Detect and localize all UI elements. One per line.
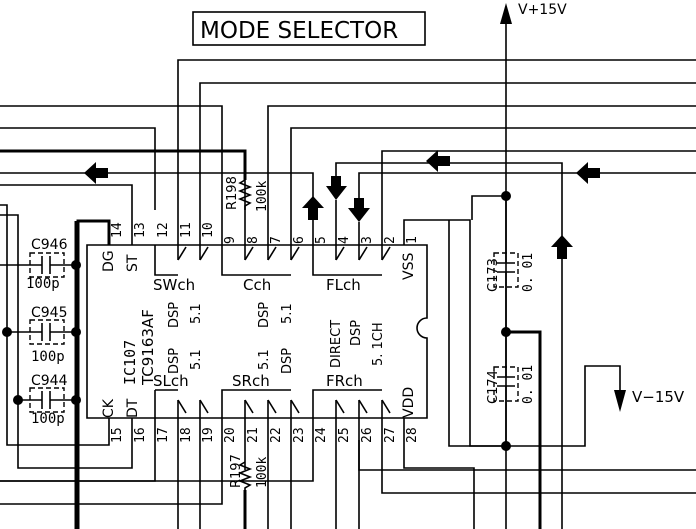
mode-51: 5.1: [189, 303, 204, 324]
pin-number: 3: [360, 236, 375, 244]
pin-number: 12: [156, 222, 171, 238]
bottom-pins: [0, 204, 696, 529]
pin-dg: DG: [101, 250, 117, 272]
pin-number: 6: [292, 236, 307, 244]
r198-ref: R198: [225, 176, 240, 210]
pin-number: 7: [269, 236, 284, 244]
pin-dt: DT: [125, 398, 141, 418]
signal-arrow-down-icon: [326, 186, 347, 200]
mode-dsp: DSP: [167, 302, 182, 328]
pin-number: 25: [337, 427, 352, 443]
mode-51: 5.1: [189, 349, 204, 370]
signal-arrow-left-icon: [84, 162, 108, 184]
pin-number: 23: [292, 427, 307, 443]
c945-ref: C945: [31, 305, 68, 321]
pin-number: 15: [110, 427, 125, 443]
title-label: MODE SELECTOR: [200, 18, 398, 44]
signal-arrow-up-icon: [551, 235, 573, 259]
pin-number: 17: [156, 427, 171, 443]
pin-number: 5: [314, 236, 329, 244]
signal-arrow-left-icon: [576, 162, 600, 184]
c946-value: 100p: [26, 276, 60, 292]
cap-c944: C944 100p: [13, 373, 81, 427]
mode-dsp: DSP: [257, 302, 272, 328]
c944-ref: C944: [31, 373, 68, 389]
pin-number: 13: [133, 222, 148, 238]
top-pins: [76, 180, 506, 529]
title-box: [192, 11, 426, 46]
pin-number: 14: [110, 222, 125, 238]
v-minus-arrow-icon: [614, 390, 626, 412]
signal-arrow-up-icon: [302, 196, 324, 220]
r198-value: 100k: [255, 181, 270, 212]
group-flch: FLch: [326, 276, 361, 294]
pin-number: 16: [133, 427, 148, 443]
pin-number: 21: [246, 427, 261, 443]
resistor-r197: R197 100k: [229, 454, 270, 490]
c174-ref: C174: [486, 370, 501, 404]
c174-value: 0. 01: [521, 365, 536, 404]
pin-ck: CK: [101, 398, 117, 418]
group-frch: FRch: [326, 372, 363, 390]
pin-number: 4: [337, 236, 352, 244]
pin-number: 20: [223, 427, 238, 443]
pin-number: 28: [405, 427, 420, 443]
mode-51: 5.1: [257, 349, 272, 370]
group-srch: SRch: [232, 372, 270, 390]
ic-ref: IC107: [121, 340, 139, 385]
pin-number: 18: [179, 427, 194, 443]
mode-51ch: 5. 1CH: [371, 322, 386, 366]
pin-number: 19: [201, 427, 216, 443]
pin-number: 27: [383, 427, 398, 443]
power-caps: C173 0. 01 C174 0. 01: [448, 191, 621, 529]
pin-number: 22: [269, 427, 284, 443]
resistor-r198: R198 100k: [225, 176, 270, 212]
group-cch: Cch: [243, 276, 271, 294]
mode-dsp: DSP: [349, 320, 364, 346]
signal-arrow-down-icon: [348, 208, 370, 222]
c173-value: 0. 01: [521, 253, 536, 292]
r197-value: 100k: [255, 457, 270, 488]
top-bus: [0, 59, 696, 245]
c946-ref: C946: [31, 237, 68, 253]
pin-number: 24: [314, 427, 329, 443]
c945-value: 100p: [31, 349, 65, 365]
v-plus-arrow-icon: [500, 3, 512, 24]
pin-st: ST: [125, 254, 141, 272]
pin-vss: VSS: [401, 253, 417, 280]
pin-number: 10: [201, 222, 216, 238]
pin-vdd: VDD: [401, 387, 417, 418]
pin-number: 26: [360, 427, 375, 443]
mode-direct: DIRECT: [329, 320, 344, 368]
ic-part: TC9163AF: [139, 309, 157, 386]
c944-value: 100p: [31, 411, 65, 427]
pin-number: 8: [246, 236, 261, 244]
pin-number: 9: [223, 236, 238, 244]
pin-number: 1: [405, 236, 420, 244]
mode-51: 5.1: [280, 303, 295, 324]
signal-arrow-left-icon: [426, 150, 450, 172]
group-slch: SLch: [153, 372, 189, 390]
c173-ref: C173: [486, 258, 501, 292]
pin-number: 2: [383, 236, 398, 244]
group-swch: SWch: [153, 276, 195, 294]
pin-number: 11: [179, 222, 194, 238]
v-minus-label: V−15V: [632, 388, 685, 406]
cap-c945: C945 100p: [2, 305, 81, 365]
ic-body: [86, 244, 428, 419]
mode-dsp: DSP: [167, 348, 182, 374]
v-plus-label: V+15V: [518, 2, 567, 18]
cap-c946: C946 100p: [0, 237, 81, 292]
r197-ref: R197: [229, 454, 244, 488]
mode-dsp: DSP: [280, 348, 295, 374]
